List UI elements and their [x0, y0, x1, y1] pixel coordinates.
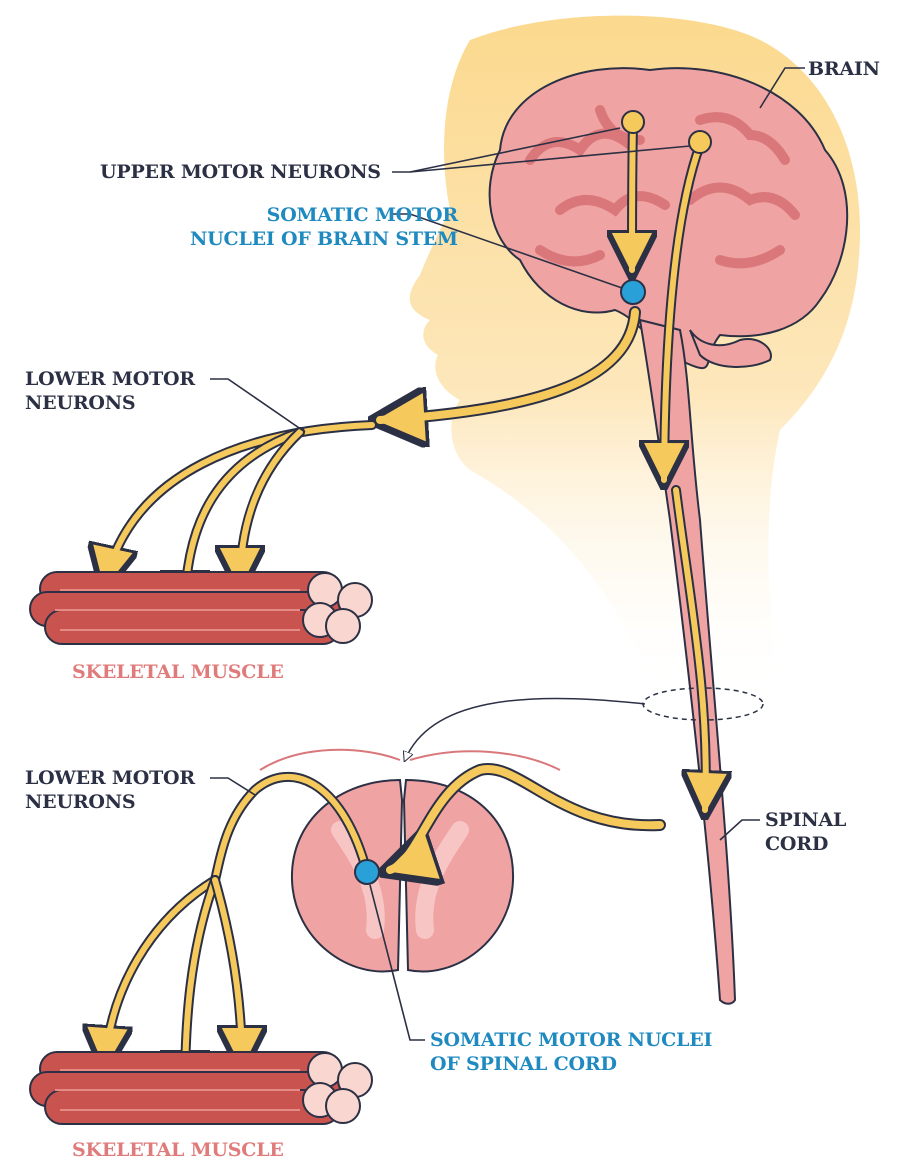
skeletal-muscle-label-1: SKELETAL MUSCLE [72, 660, 284, 684]
upper-neuron-body-1 [622, 111, 644, 133]
upper-neuron-body-2 [689, 131, 711, 153]
somatic-brain-stem-label: SOMATIC MOTOR NUCLEI OF BRAIN STEM [190, 203, 458, 251]
upper-motor-neurons-label: UPPER MOTOR NEURONS [100, 160, 381, 184]
somatic-spinal-cord-label: SOMATIC MOTOR NUCLEI OF SPINAL CORD [430, 1028, 712, 1076]
lower-motor-neurons-label-2: LOWER MOTOR NEURONS [25, 766, 195, 814]
spinal-cord-label: SPINAL CORD [765, 808, 846, 856]
cross-section-pointer [405, 698, 645, 760]
skeletal-muscle-label-2: SKELETAL MUSCLE [72, 1138, 284, 1162]
skeletal-muscle-bundle-2 [30, 1052, 372, 1124]
lower-motor-neurons-label-1: LOWER MOTOR NEURONS [25, 367, 195, 415]
brainstem-nucleus [621, 280, 645, 304]
skeletal-muscle-bundle-1 [30, 572, 372, 644]
brain-label: BRAIN [808, 57, 880, 81]
spinal-nucleus [355, 860, 379, 884]
